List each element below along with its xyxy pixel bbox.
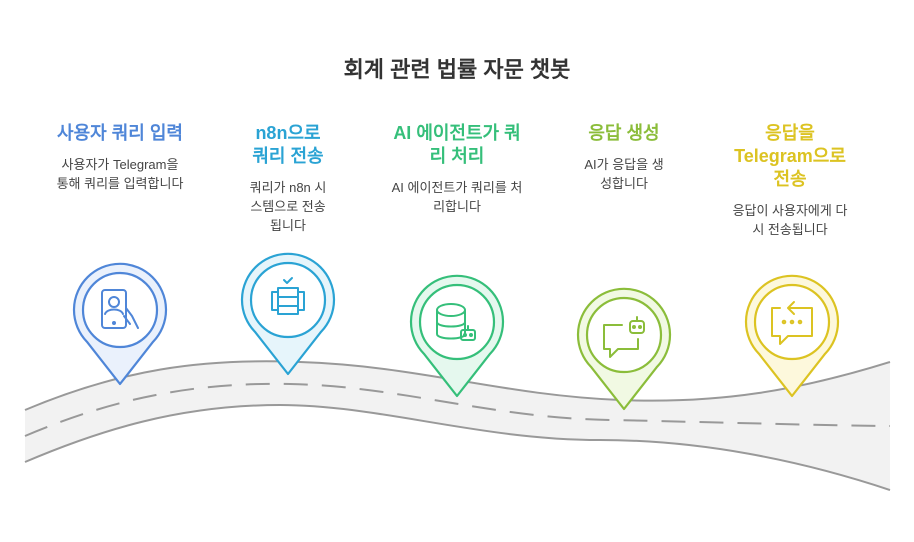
step-title: 사용자 쿼리 입력 xyxy=(57,123,183,143)
step-desc: 사용자가 Telegram을 통해 쿼리를 입력합니다 xyxy=(56,157,184,191)
server-check-icon xyxy=(271,277,305,315)
pin-marker xyxy=(744,274,840,398)
step-desc: 응답이 사용자에게 다시 전송됩니다 xyxy=(732,203,848,237)
database-bot-icon xyxy=(436,303,476,341)
chat-bot-icon xyxy=(603,316,645,358)
phone-user-icon xyxy=(101,289,139,329)
step-title: n8n으로 쿼리 전송 xyxy=(252,123,324,166)
step-title: AI 에이전트가 쿼리 처리 xyxy=(393,123,521,166)
step-desc: AI 에이전트가 쿼리를 처리합니다 xyxy=(391,180,523,214)
page-title: 회계 관련 법률 자문 챗봇 xyxy=(343,57,571,82)
pin-marker xyxy=(240,252,336,376)
step-title: 응답을 Telegram으로 전송 xyxy=(734,123,846,189)
step-title: 응답 생성 xyxy=(588,123,660,143)
pin-marker xyxy=(409,274,505,398)
step-desc: AI가 응답을 생성합니다 xyxy=(584,157,664,191)
pin-marker xyxy=(576,287,672,411)
pin-marker xyxy=(72,262,168,386)
step-4: 응답 생성 AI가 응답을 생성합니다 xyxy=(539,122,709,193)
chat-reply-icon xyxy=(771,301,813,345)
step-3: AI 에이전트가 쿼리 처리 AI 에이전트가 쿼리를 처리합니다 xyxy=(372,122,542,216)
step-desc: 쿼리가 n8n 시스템으로 전송됩니다 xyxy=(249,180,327,233)
